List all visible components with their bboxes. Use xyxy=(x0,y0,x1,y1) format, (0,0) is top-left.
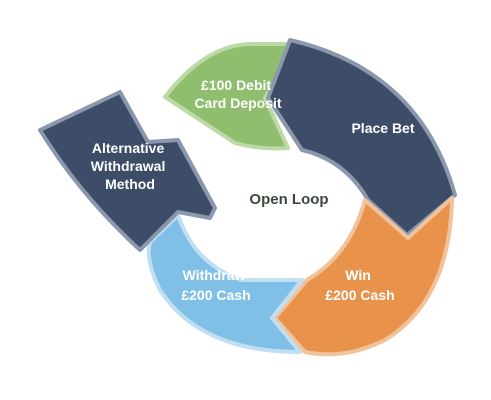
withdraw-label: Withdraw £200 Cash xyxy=(181,267,250,303)
center-label: Open Loop xyxy=(249,191,328,208)
alt-withdrawal-label: Alternative Withdrawal Method xyxy=(91,140,169,192)
place-bet-label: Place Bet xyxy=(351,120,414,136)
win-label: Win £200 Cash xyxy=(325,267,394,303)
win-segment xyxy=(273,196,454,357)
withdraw-segment xyxy=(146,213,304,354)
alt-withdrawal-segment xyxy=(38,90,217,252)
place-bet-segment xyxy=(266,38,457,237)
debit-deposit-segment xyxy=(163,42,300,151)
debit-deposit-label: £100 Debit Card Deposit xyxy=(194,77,281,111)
